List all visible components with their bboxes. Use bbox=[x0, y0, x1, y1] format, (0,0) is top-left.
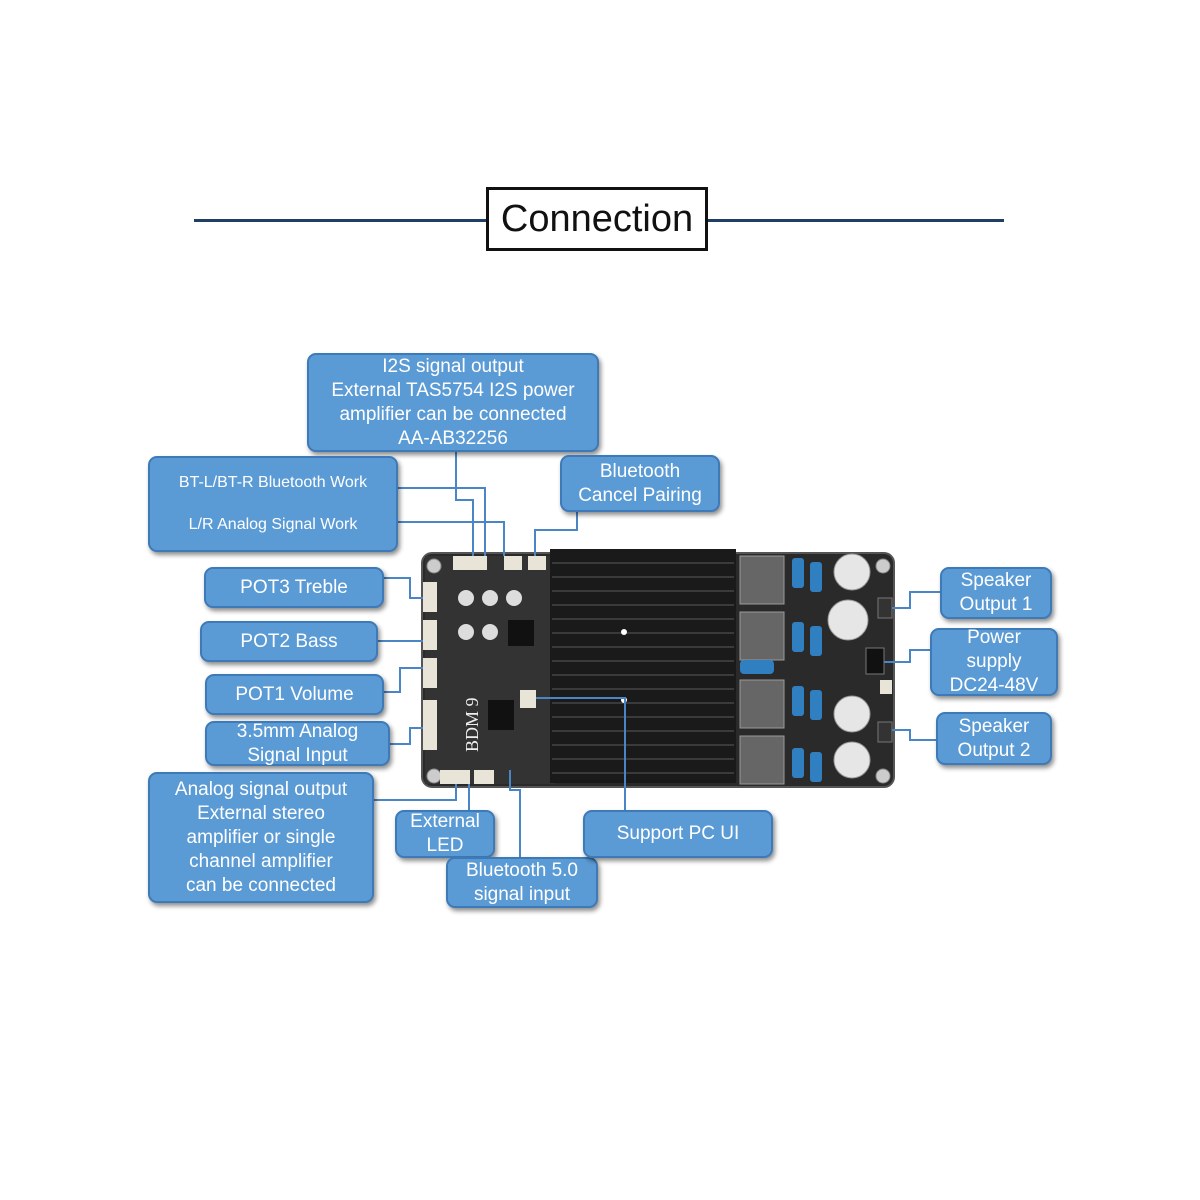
mounting-hole bbox=[875, 768, 891, 784]
bluetooth-module-connector bbox=[520, 690, 536, 708]
film-capacitor bbox=[740, 660, 774, 674]
pot2-connector bbox=[423, 620, 437, 650]
fan-connector bbox=[880, 680, 892, 694]
label-speaker-output-1: Speaker Output 1 bbox=[940, 567, 1052, 619]
small-capacitor bbox=[458, 624, 474, 640]
label-analog-input: 3.5mm Analog Signal Input bbox=[205, 721, 390, 766]
page-title: Connection bbox=[486, 187, 708, 251]
heatsink bbox=[550, 549, 736, 783]
title-rule-left bbox=[194, 219, 486, 222]
small-capacitor bbox=[458, 590, 474, 606]
inductor bbox=[739, 611, 785, 661]
heatsink-fins bbox=[552, 562, 734, 774]
pot3-connector bbox=[423, 582, 437, 612]
label-pot1-volume: POT1 Volume bbox=[205, 674, 384, 715]
label-pot3-treble: POT3 Treble bbox=[204, 567, 384, 608]
label-support-pc-ui: Support PC UI bbox=[583, 810, 773, 858]
label-analog-output: Analog signal output External stereo amp… bbox=[148, 772, 374, 903]
electrolytic-capacitor bbox=[833, 553, 871, 591]
label-pot2-bass: POT2 Bass bbox=[200, 621, 378, 662]
label-bluetooth-cancel-pairing: Bluetooth Cancel Pairing bbox=[560, 455, 720, 512]
pot1-connector bbox=[423, 658, 437, 688]
chip bbox=[508, 620, 534, 646]
label-bluetooth-input: Bluetooth 5.0 signal input bbox=[446, 857, 598, 908]
small-capacitor bbox=[482, 624, 498, 640]
speaker-1-terminal bbox=[877, 597, 893, 619]
film-capacitor bbox=[810, 626, 822, 656]
heatsink-screw bbox=[621, 629, 627, 635]
analog-output-connector bbox=[440, 770, 470, 784]
silkscreen-label: BDM 9 bbox=[462, 697, 482, 752]
mounting-hole bbox=[875, 558, 891, 574]
speaker-2-terminal bbox=[877, 721, 893, 743]
label-bt-mode-switch: BT-L/BT-R Bluetooth Work L/R Analog Sign… bbox=[148, 456, 398, 552]
film-capacitor bbox=[792, 748, 804, 778]
film-capacitor bbox=[792, 686, 804, 716]
label-speaker-output-2: Speaker Output 2 bbox=[936, 712, 1052, 765]
power-terminal bbox=[865, 647, 885, 675]
led-connector bbox=[474, 770, 494, 784]
film-capacitor bbox=[810, 690, 822, 720]
label-power-supply: Power supply DC24-48V bbox=[930, 627, 1058, 696]
film-capacitor bbox=[792, 558, 804, 588]
label-i2s-output: I2S signal output External TAS5754 I2S p… bbox=[307, 353, 599, 452]
electrolytic-capacitor bbox=[827, 599, 869, 641]
bt-switch-connector bbox=[504, 556, 522, 570]
inductor bbox=[739, 735, 785, 785]
inductor bbox=[739, 555, 785, 605]
mounting-hole bbox=[426, 768, 442, 784]
title-rule-right bbox=[708, 219, 1004, 222]
electrolytic-capacitor bbox=[833, 741, 871, 779]
analog-input-connector bbox=[423, 700, 437, 750]
film-capacitor bbox=[810, 752, 822, 782]
leader-lines bbox=[374, 452, 940, 857]
small-capacitor bbox=[506, 590, 522, 606]
electrolytic-capacitor bbox=[833, 695, 871, 733]
film-capacitor bbox=[792, 622, 804, 652]
label-external-led: External LED bbox=[395, 810, 495, 858]
bt-cancel-connector bbox=[528, 556, 546, 570]
mounting-hole bbox=[426, 558, 442, 574]
i2s-connector bbox=[453, 556, 487, 570]
inductor bbox=[739, 679, 785, 729]
film-capacitor bbox=[810, 562, 822, 592]
chip bbox=[488, 700, 514, 730]
small-capacitor bbox=[482, 590, 498, 606]
